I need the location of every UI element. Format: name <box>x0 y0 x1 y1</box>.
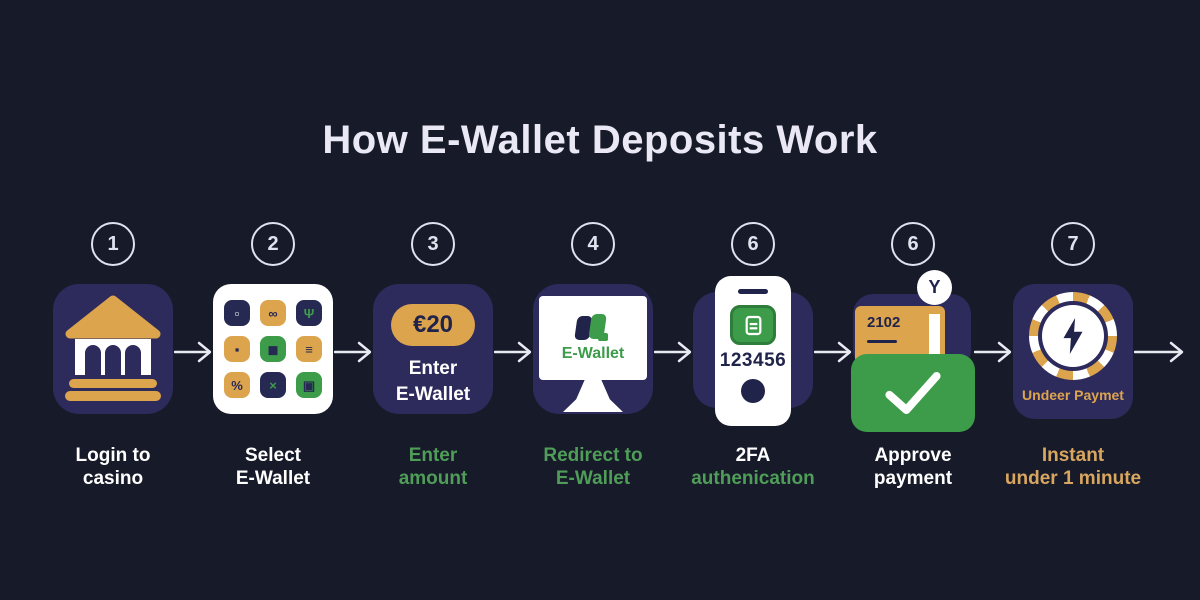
arrow-icon <box>1133 340 1186 364</box>
casino-chip-icon <box>1029 292 1117 380</box>
app-tile-lines: ≡ <box>296 336 322 362</box>
credit-card-number: 2102 <box>867 314 901 331</box>
arrow-icon <box>813 340 854 364</box>
checkmark-icon <box>885 372 941 414</box>
monitor-card: E-Wallet <box>533 284 653 414</box>
step-2fa: 6 123456 2FA authenication <box>673 222 833 490</box>
step-number-badge: 3 <box>411 222 455 266</box>
ewallet-logo-text: E-Wallet <box>561 345 625 362</box>
step-number-badge: 4 <box>571 222 615 266</box>
step-caption: 2FA authenication <box>691 445 815 490</box>
monitor-screen: E-Wallet <box>539 296 647 380</box>
app-tile-square: ▫ <box>224 300 250 326</box>
monitor-stand <box>563 380 623 412</box>
arrow-icon <box>493 340 534 364</box>
sms-code-icon <box>730 305 776 345</box>
app-tile-wallet: ◼ <box>260 336 286 362</box>
bank-building-icon <box>65 295 161 401</box>
approved-panel <box>851 354 975 432</box>
smartphone-icon: 123456 <box>715 276 791 426</box>
app-tile-cross: × <box>260 372 286 398</box>
arrow-icon <box>653 340 694 364</box>
arrow-icon <box>973 340 1014 364</box>
chip-label: Undeer Paymet <box>1022 387 1124 403</box>
app-tile-chip: ▣ <box>296 372 322 398</box>
arrow-icon <box>173 340 214 364</box>
phone-speaker <box>738 289 768 294</box>
credit-card-line <box>867 340 897 343</box>
page-title: How E-Wallet Deposits Work <box>322 118 878 162</box>
step-number-badge: 1 <box>91 222 135 266</box>
terminal-pole <box>929 314 940 369</box>
2fa-code: 123456 <box>719 350 787 371</box>
step-number-badge: 6 <box>731 222 775 266</box>
step-number-badge: 7 <box>1051 222 1095 266</box>
app-tile-plant: Ψ <box>296 300 322 326</box>
ewallet-logo-icon <box>574 314 608 341</box>
bank-card <box>53 284 173 414</box>
app-tile-box: ▪ <box>224 336 250 362</box>
app-tile-percent: % <box>224 372 250 398</box>
chip-card: Undeer Paymet <box>1013 284 1133 419</box>
lightning-bolt-icon <box>1063 318 1083 354</box>
step-number-badge: 2 <box>251 222 295 266</box>
amount-pill: €20 <box>391 304 475 346</box>
arrow-icon <box>333 340 374 364</box>
app-tile-infinity: ∞ <box>260 300 286 326</box>
ewallet-app-grid: ▫ ∞ Ψ ▪ ◼ ≡% × ▣ <box>213 284 333 414</box>
step-number-badge: 6 <box>891 222 935 266</box>
terminal-icon: Y <box>917 270 952 305</box>
phone-home-button <box>741 379 765 403</box>
